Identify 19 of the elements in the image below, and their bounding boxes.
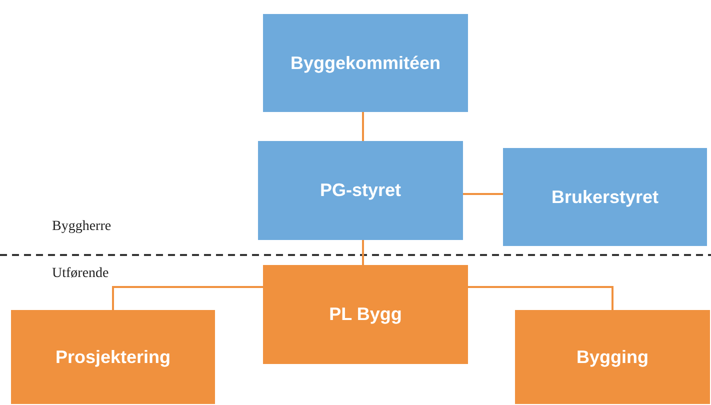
connector-line xyxy=(362,240,364,265)
section-label: Utførende xyxy=(52,266,109,282)
section-label: Byggherre xyxy=(52,219,112,235)
org-box xyxy=(11,310,215,404)
connector-line xyxy=(112,286,263,310)
box-title: PL Bygg xyxy=(329,304,402,325)
org-box xyxy=(258,141,463,240)
connector-line xyxy=(468,286,614,310)
box-title: Prosjektering xyxy=(55,346,171,368)
org-box xyxy=(263,265,468,364)
connector-line xyxy=(362,112,364,141)
org-box xyxy=(263,14,468,112)
org-box xyxy=(503,148,707,246)
org-box xyxy=(515,310,710,404)
box-title: Byggekommitéen xyxy=(290,52,441,74)
box-title: Brukerstyret xyxy=(551,186,659,208)
box-title: PG-styret xyxy=(320,180,402,201)
box-title: Bygging xyxy=(576,346,648,368)
connector-line xyxy=(463,193,503,195)
